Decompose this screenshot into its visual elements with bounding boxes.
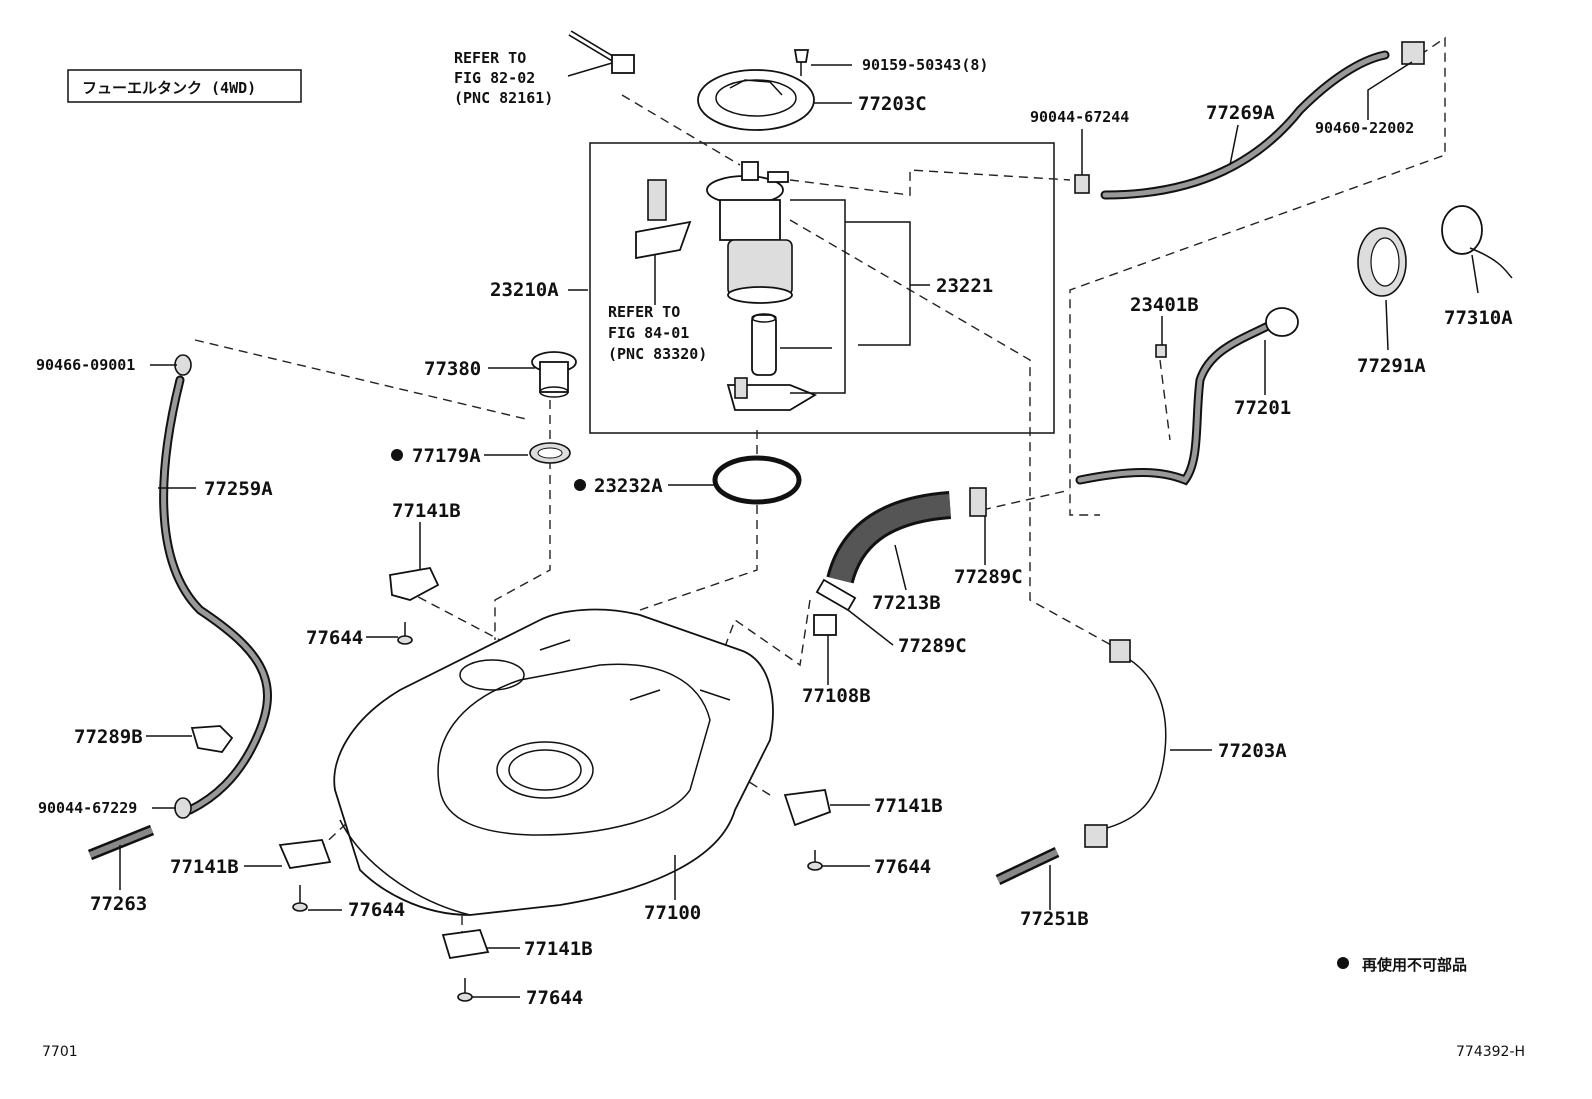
- refer-note-2-line1: REFER TO: [608, 303, 680, 321]
- title-text: フューエルタンク (4WD): [82, 79, 256, 97]
- hose-77213B: [826, 491, 952, 584]
- footer-right-code: 774392-H: [1456, 1044, 1525, 1060]
- hose-77259A: [159, 375, 272, 815]
- label-77259A: 77259A: [204, 478, 273, 500]
- label-77203C: 77203C: [858, 93, 927, 115]
- refer-note-1-line1: REFER TO: [454, 49, 526, 67]
- gasket-77179A: [529, 442, 571, 464]
- label-77263: 77263: [90, 893, 147, 915]
- bracket-77141B-1: [389, 566, 440, 645]
- label-23221: 23221: [936, 275, 993, 297]
- title-box: フューエルタンク (4WD): [67, 69, 302, 103]
- gasket-23232A: [712, 455, 802, 505]
- label-23210A: 23210A: [490, 279, 559, 301]
- label-77179A: 77179A: [412, 445, 481, 467]
- bracket-77141B-2: [278, 839, 332, 912]
- label-77380: 77380: [424, 358, 481, 380]
- label-77289C-1: 77289C: [954, 566, 1023, 588]
- fuel-cap-77310A: [1441, 205, 1513, 279]
- label-77644-1: 77644: [306, 627, 363, 649]
- fuel-pump-module: [706, 161, 818, 411]
- label-77291A: 77291A: [1357, 355, 1426, 377]
- label-77100: 77100: [644, 902, 701, 924]
- label-77141B-1: 77141B: [392, 500, 461, 522]
- label-77141B-4: 77141B: [524, 938, 593, 960]
- leader-lines: [119, 61, 1479, 998]
- label-90466-09001: 90466-09001: [36, 356, 135, 374]
- clip-90044-67229: [174, 797, 192, 819]
- label-23232A: 23232A: [594, 475, 663, 497]
- legend-text: 再使用不可部品: [1362, 956, 1467, 974]
- label-77108B: 77108B: [802, 685, 871, 707]
- tube-77251B: [995, 847, 1060, 885]
- clamp-77289C-a: [969, 487, 987, 517]
- label-77289C-2: 77289C: [898, 635, 967, 657]
- bolt-23401B: [1155, 344, 1167, 358]
- label-77644-3: 77644: [874, 856, 931, 878]
- label-77141B-3: 77141B: [874, 795, 943, 817]
- ring-77291A: [1357, 227, 1407, 297]
- label-77644-2: 77644: [348, 899, 405, 921]
- label-77203A: 77203A: [1218, 740, 1287, 762]
- refer-note-1-line2: FIG 82-02: [454, 69, 535, 87]
- label-77141B-2: 77141B: [170, 856, 239, 878]
- grommet-77108B: [813, 614, 837, 636]
- label-77201: 77201: [1234, 397, 1291, 419]
- clamp-77289C-b: [815, 578, 857, 612]
- bracket-77141B-3: [783, 789, 832, 871]
- hose-77269A: [1100, 50, 1390, 200]
- label-90159-50343: 90159-50343(8): [862, 56, 988, 74]
- label-90044-67229: 90044-67229: [38, 799, 137, 817]
- label-90460-22002: 90460-22002: [1315, 119, 1414, 137]
- label-77251B: 77251B: [1020, 908, 1089, 930]
- label-77269A: 77269A: [1206, 102, 1275, 124]
- clip-90460: [1401, 41, 1425, 65]
- refer-note-2: REFER TO FIG 84-01 (PNC 83320): [608, 303, 707, 363]
- label-77644-4: 77644: [526, 987, 583, 1009]
- cap-77380: [531, 351, 577, 398]
- refer-note-1: REFER TO FIG 82-02 (PNC 82161): [454, 49, 553, 107]
- label-77289B: 77289B: [74, 726, 143, 748]
- legend-dot: [1337, 957, 1349, 969]
- footer-left-code: 7701: [42, 1044, 78, 1060]
- breather-77203A: [1084, 639, 1167, 848]
- filler-pipe-77201: [1075, 307, 1299, 486]
- fuel-line-stub: [568, 30, 635, 74]
- protector-77289B: [190, 725, 234, 753]
- screw-90159: [793, 49, 810, 76]
- label-77213B: 77213B: [872, 592, 941, 614]
- tube-77263: [87, 824, 155, 861]
- label-77310A: 77310A: [1444, 307, 1513, 329]
- fuel-tank-77100: [333, 608, 774, 916]
- label-23401B: 23401B: [1130, 294, 1199, 316]
- clip-90466: [174, 354, 192, 376]
- refer-note-2-line2: FIG 84-01: [608, 324, 689, 342]
- non-reusable-dot-77179A: [391, 449, 403, 461]
- non-reusable-dot-23232A: [574, 479, 586, 491]
- clip-90044-67244: [1074, 174, 1090, 194]
- bracket-77141B-4: [441, 929, 490, 1002]
- sender-gauge: [635, 179, 692, 260]
- refer-note-1-line3: (PNC 82161): [454, 89, 553, 107]
- refer-note-2-line3: (PNC 83320): [608, 345, 707, 363]
- label-90044-67244: 90044-67244: [1030, 108, 1129, 126]
- retainer-plate-77203C: [697, 69, 815, 131]
- pump-assembly-box: [589, 142, 1055, 434]
